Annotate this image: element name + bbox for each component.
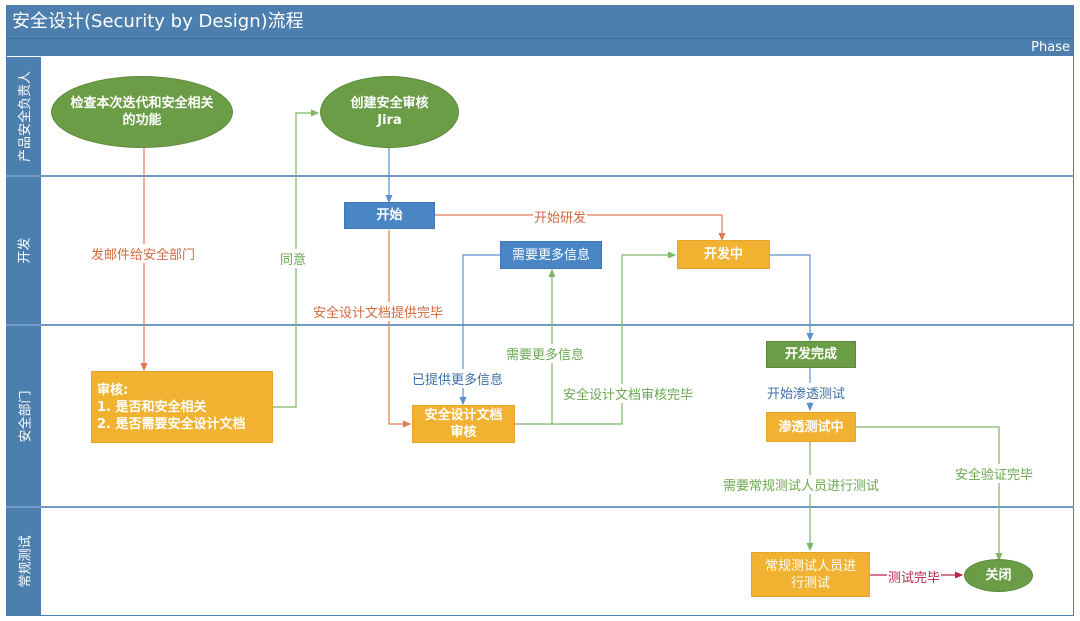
node-label: 关闭 bbox=[985, 568, 1012, 583]
edge-label-need-more-info: 需要更多信息 bbox=[505, 344, 586, 363]
phase-label: Phase bbox=[1031, 40, 1070, 55]
node-need-more-info[interactable]: 需要更多信息 bbox=[500, 241, 602, 269]
lane-regular-testing: 常规测试 bbox=[6, 508, 41, 615]
lane-development: 开发 bbox=[6, 177, 41, 324]
node-developing[interactable]: 开发中 bbox=[677, 240, 770, 269]
node-design-doc-review[interactable]: 安全设计文档审核 bbox=[412, 405, 515, 443]
review-item: 1. 是否和安全相关 bbox=[97, 399, 207, 415]
edge-label-email-security: 发邮件给安全部门 bbox=[90, 244, 197, 263]
edge-security-verified bbox=[856, 426, 1003, 562]
edge-more-info-provided bbox=[459, 254, 500, 406]
node-pentesting[interactable]: 渗透测试中 bbox=[766, 412, 856, 442]
edge-label-need-regular-test: 需要常规测试人员进行测试 bbox=[722, 475, 881, 494]
phase-header: Phase bbox=[6, 38, 1074, 56]
edge-label-agree: 同意 bbox=[279, 249, 308, 268]
node-label: 安全设计文档 bbox=[424, 408, 503, 423]
lane-security-dept: 安全部门 bbox=[6, 326, 41, 506]
lane-divider bbox=[6, 324, 1074, 326]
edge-label-security-verified: 安全验证完毕 bbox=[954, 464, 1035, 483]
edge-label-doc-provided: 安全设计文档提供完毕 bbox=[312, 302, 445, 321]
lane-product-security-owner: 产品安全负责人 bbox=[6, 57, 41, 175]
edge-label-start-pentest: 开始渗透测试 bbox=[766, 383, 847, 402]
node-label: Jira bbox=[377, 113, 402, 128]
node-close[interactable]: 关闭 bbox=[964, 559, 1033, 592]
node-regular-testing[interactable]: 常规测试人员进行测试 bbox=[751, 552, 870, 597]
edge-label-start-dev: 开始研发 bbox=[533, 207, 588, 226]
node-label: 创建安全审核 bbox=[350, 96, 429, 111]
lane-divider bbox=[6, 506, 1074, 508]
edge-doc-provided bbox=[388, 230, 412, 428]
node-check-features[interactable]: 检查本次迭代和安全相关的功能 bbox=[51, 76, 233, 148]
node-label: 行测试 bbox=[790, 575, 830, 591]
node-review[interactable]: 审核: 1. 是否和安全相关 2. 是否需要安全设计文档 bbox=[91, 371, 273, 443]
node-label: 渗透测试中 bbox=[778, 419, 844, 435]
node-label: 审核 bbox=[450, 425, 477, 440]
node-create-jira[interactable]: 创建安全审核 Jira bbox=[320, 76, 459, 148]
node-dev-done[interactable]: 开发完成 bbox=[766, 341, 856, 368]
node-start[interactable]: 开始 bbox=[344, 202, 435, 229]
edge-start-dev bbox=[435, 214, 726, 242]
edge-dev-to-done bbox=[770, 254, 814, 342]
review-item: 2. 是否需要安全设计文档 bbox=[97, 416, 246, 432]
edge-label-more-info-provided: 已提供更多信息 bbox=[411, 369, 505, 388]
node-label: 开发完成 bbox=[784, 347, 837, 362]
node-label: 需要更多信息 bbox=[511, 247, 590, 263]
node-label: 开发中 bbox=[703, 247, 743, 262]
edge-label-doc-review-done: 安全设计文档审核完毕 bbox=[562, 384, 695, 403]
node-label: 开始 bbox=[376, 208, 403, 223]
lane-divider bbox=[6, 175, 1074, 177]
review-title: 审核: bbox=[97, 382, 129, 398]
node-label: 常规测试人员进 bbox=[764, 558, 856, 574]
edge-label-test-done: 测试完毕 bbox=[887, 567, 942, 586]
diagram-title: 安全设计(Security by Design)流程 bbox=[6, 5, 1074, 38]
node-label: 检查本次迭代和安全相关的功能 bbox=[70, 96, 214, 128]
edge-doc-review-done bbox=[552, 251, 677, 425]
